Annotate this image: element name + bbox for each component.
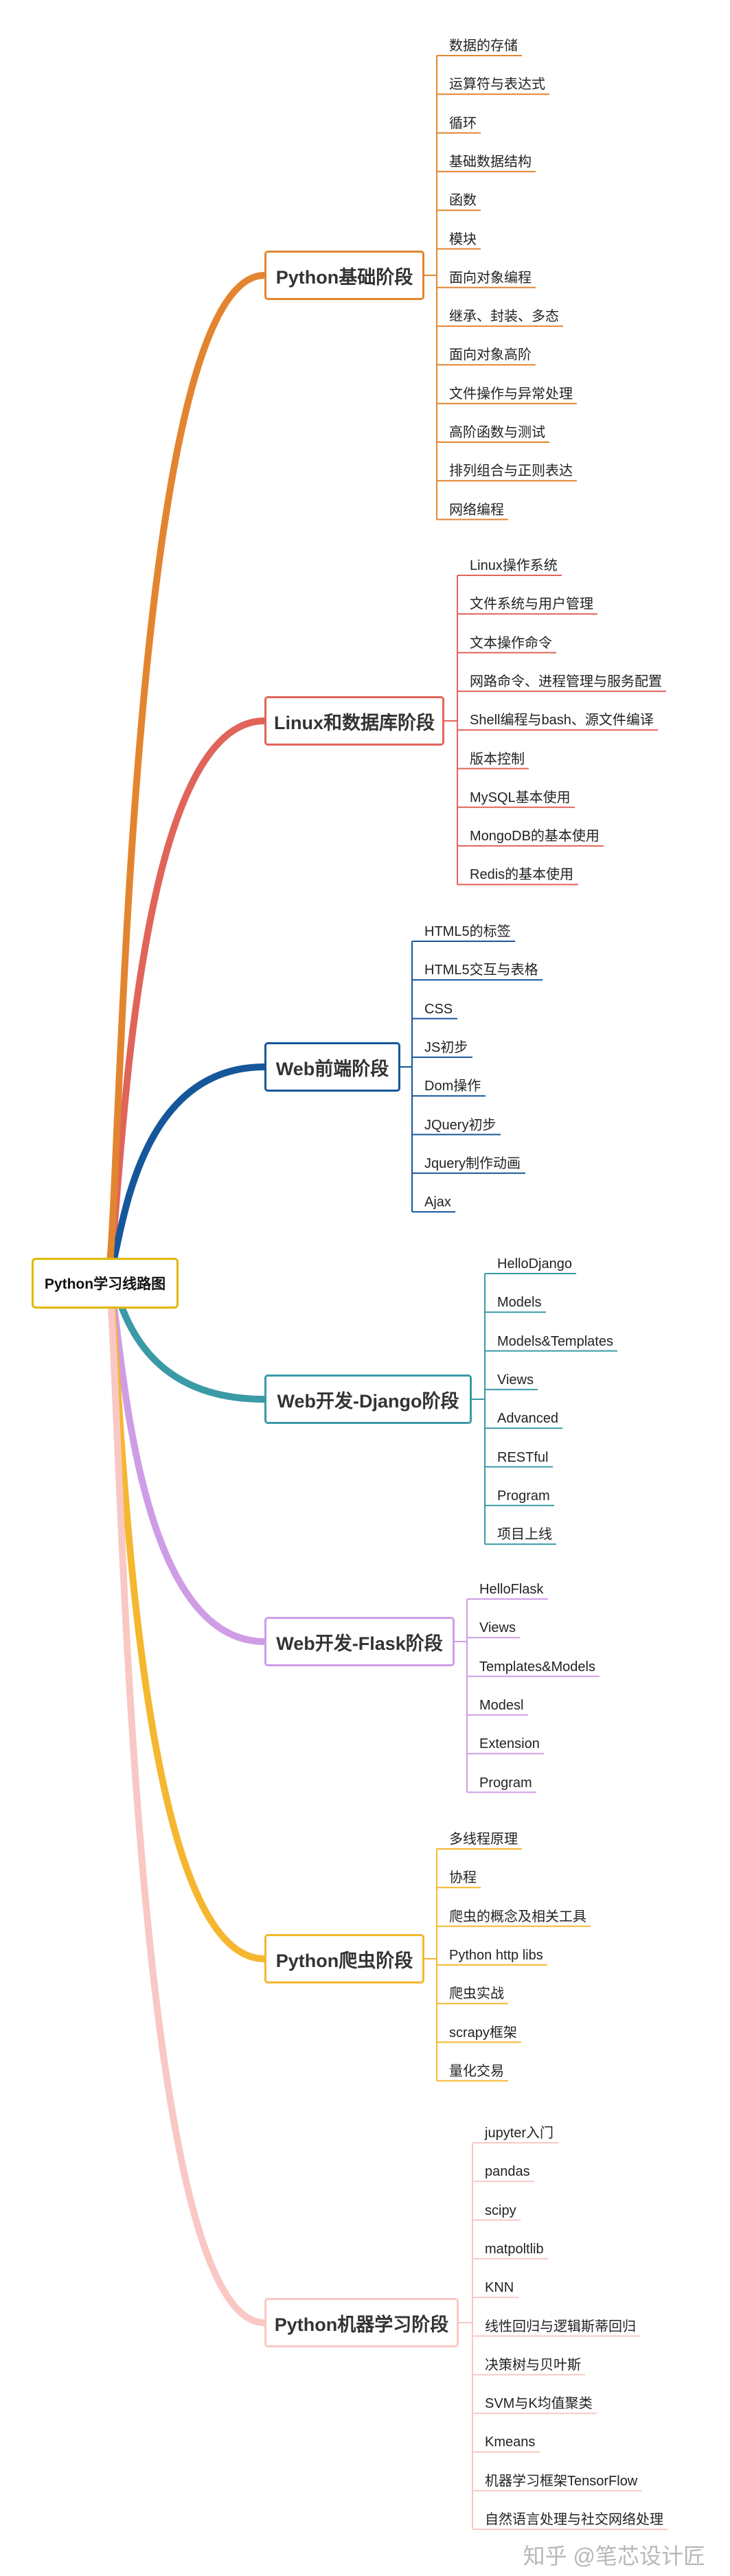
leaf-item[interactable]: JS初步 (424, 1039, 468, 1055)
leaf-item[interactable]: RESTful (497, 1449, 549, 1465)
leaf-item[interactable]: 数据的存储 (449, 38, 518, 54)
branch-node[interactable]: Python基础阶段 (264, 251, 424, 300)
leaf-item[interactable]: Shell编程与bash、源文件编译 (470, 713, 654, 728)
leaf-item[interactable]: Dom操作 (424, 1079, 481, 1094)
branch-node[interactable]: Web前端阶段 (264, 1042, 400, 1092)
leaf-item[interactable]: 爬虫实战 (449, 1986, 504, 2002)
leaf-item[interactable]: 文件操作与异常处理 (449, 386, 573, 402)
leaf-item[interactable]: 决策树与贝叶斯 (485, 2357, 581, 2373)
branch-node[interactable]: Python爬虫阶段 (264, 1934, 424, 1983)
watermark: 知乎 @笔芯设计匠 (523, 2544, 705, 2568)
leaf-item[interactable]: MongoDB的基本使用 (470, 829, 600, 844)
leaf-item[interactable]: 高阶函数与测试 (449, 425, 545, 440)
leaf-item[interactable]: Views (497, 1372, 534, 1388)
leaf-item[interactable]: 面向对象编程 (449, 270, 532, 286)
leaf-item[interactable]: 项目上线 (497, 1527, 552, 1543)
leaf-item[interactable]: 协程 (449, 1870, 477, 1886)
leaf-item[interactable]: MySQL基本使用 (470, 790, 571, 805)
leaf-item[interactable]: 排列组合与正则表达 (449, 463, 573, 479)
leaf-item[interactable]: Program (497, 1488, 550, 1504)
leaf-item[interactable]: Templates&Models (479, 1659, 595, 1675)
leaf-item[interactable]: 网络编程 (449, 502, 504, 518)
leaf-item[interactable]: 循环 (449, 115, 477, 131)
leaf-item[interactable]: 文本操作命令 (470, 635, 552, 651)
leaf-item[interactable]: Redis的基本使用 (470, 867, 574, 883)
root-node[interactable]: Python学习线路图 (32, 1258, 179, 1309)
leaf-item[interactable]: 基础数据结构 (449, 154, 532, 170)
leaf-item[interactable]: matpoltlib (485, 2241, 544, 2257)
leaf-item[interactable]: 爬虫的概念及相关工具 (449, 1909, 586, 1924)
leaf-item[interactable]: scipy (485, 2203, 516, 2218)
branch-connector (104, 1273, 268, 2326)
leaf-item[interactable]: Models (497, 1295, 542, 1311)
leaf-item[interactable]: Extension (479, 1736, 540, 1752)
leaf-item[interactable]: HTML5的标签 (424, 924, 511, 939)
leaf-item[interactable]: 机器学习框架TensorFlow (485, 2473, 638, 2489)
leaf-item[interactable]: Views (479, 1620, 516, 1636)
leaf-item[interactable]: 自然语言处理与社交网络处理 (485, 2512, 663, 2527)
leaf-item[interactable]: 量化交易 (449, 2063, 504, 2079)
leaf-item[interactable]: pandas (485, 2164, 530, 2180)
leaf-item[interactable]: 文件系统与用户管理 (470, 597, 593, 612)
branch-node[interactable]: Linux和数据库阶段 (264, 696, 444, 746)
leaf-item[interactable]: 继承、封装、多态 (449, 309, 559, 325)
leaf-item[interactable]: scrapy框架 (449, 2025, 517, 2040)
leaf-item[interactable]: 运算符与表达式 (449, 77, 545, 93)
leaf-item[interactable]: Ajax (424, 1195, 451, 1210)
branch-node[interactable]: Python机器学习阶段 (264, 2298, 459, 2347)
leaf-item[interactable]: Linux操作系统 (470, 558, 558, 573)
leaf-item[interactable]: 线性回归与逻辑斯蒂回归 (485, 2319, 636, 2334)
leaf-item[interactable]: HelloDjango (497, 1256, 572, 1272)
leaf-item[interactable]: Modesl (479, 1697, 524, 1713)
leaf-item[interactable]: 模块 (449, 231, 477, 247)
leaf-item[interactable]: Kmeans (485, 2435, 536, 2450)
leaf-item[interactable]: KNN (485, 2280, 514, 2296)
leaf-item[interactable]: 面向对象高阶 (449, 347, 532, 363)
leaf-item[interactable]: CSS (424, 1001, 453, 1017)
leaf-item[interactable]: Jquery制作动画 (424, 1155, 521, 1171)
leaf-item[interactable]: Models&Templates (497, 1333, 613, 1349)
leaf-item[interactable]: 网路命令、进程管理与服务配置 (470, 674, 662, 689)
leaf-item[interactable]: Program (479, 1775, 532, 1791)
branch-connector (104, 1063, 268, 1280)
leaf-item[interactable]: HelloFlask (479, 1582, 544, 1597)
leaf-item[interactable]: HTML5交互与表格 (424, 963, 538, 978)
leaf-item[interactable]: SVM与K均值聚类 (485, 2396, 593, 2412)
leaf-item[interactable]: jupyter入门 (485, 2126, 554, 2141)
leaf-item[interactable]: JQuery初步 (424, 1117, 497, 1133)
leaf-item[interactable]: Python http libs (449, 1947, 543, 1963)
branch-node[interactable]: Web开发-Flask阶段 (264, 1617, 455, 1666)
leaf-item[interactable]: 函数 (449, 193, 477, 209)
leaf-item[interactable]: 版本控制 (470, 751, 525, 767)
branch-node[interactable]: Web开发-Django阶段 (264, 1375, 472, 1424)
branch-connector (104, 272, 268, 1280)
leaf-item[interactable]: 多线程原理 (449, 1832, 518, 1847)
leaf-item[interactable]: Advanced (497, 1411, 558, 1427)
